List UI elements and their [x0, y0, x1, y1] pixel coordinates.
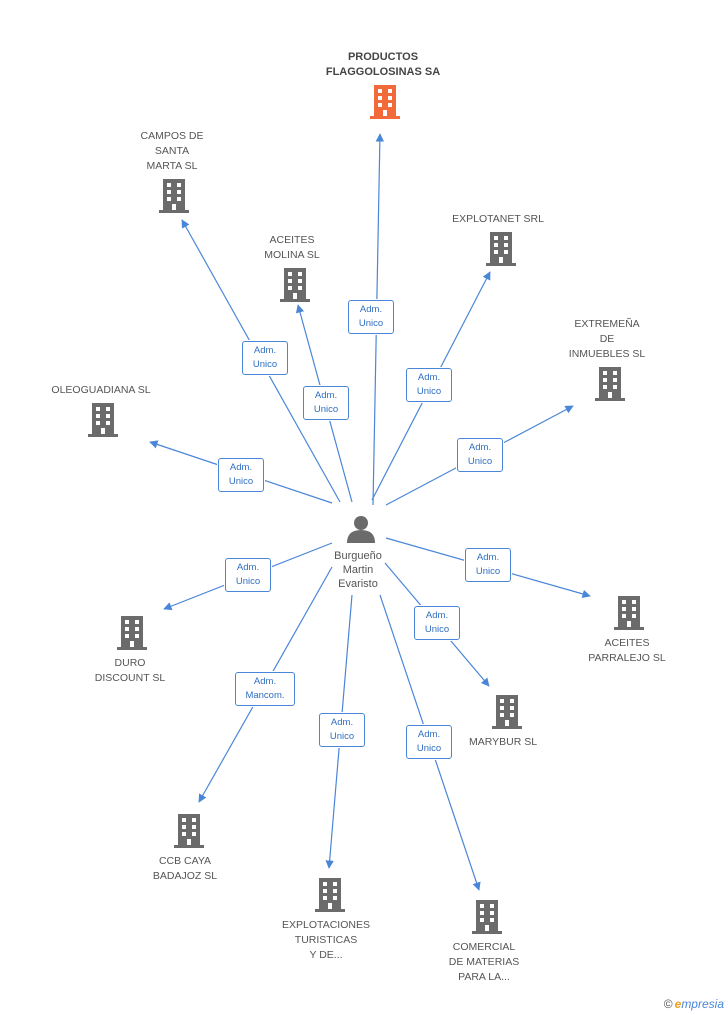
company-label-productos[interactable]: PRODUCTOS FLAGGOLOSINAS SA [325, 51, 441, 78]
company-label-aceites_parralejo[interactable]: ACEITES PARRALEJO SL [588, 637, 666, 664]
brand-initial: e [674, 997, 682, 1011]
building-icon[interactable] [370, 85, 400, 119]
company-label-comercial[interactable]: COMERCIAL DE MATERIAS PARA LA... [448, 941, 520, 983]
company-label-aceites_molina[interactable]: ACEITES MOLINA SL [264, 234, 320, 261]
person-icon[interactable] [347, 516, 375, 543]
role-label-ccb[interactable]: Adm. Mancom. [235, 672, 295, 706]
company-label-explotanet[interactable]: EXPLOTANET SRL [452, 213, 544, 225]
building-icon[interactable] [174, 814, 204, 848]
copyright-symbol: © [663, 997, 673, 1011]
role-label-duro[interactable]: Adm. Unico [225, 558, 271, 592]
building-icon[interactable] [159, 179, 189, 213]
building-icon[interactable] [280, 268, 310, 302]
company-label-oleoguadiana[interactable]: OLEOGUADIANA SL [51, 384, 151, 396]
role-label-aceites_parralejo[interactable]: Adm. Unico [465, 548, 511, 582]
role-label-oleoguadiana[interactable]: Adm. Unico [218, 458, 264, 492]
building-icon[interactable] [614, 596, 644, 630]
edges-layer [149, 133, 591, 891]
building-icon[interactable] [472, 900, 502, 934]
building-icon[interactable] [595, 367, 625, 401]
role-label-explotaciones[interactable]: Adm. Unico [319, 713, 365, 747]
icons-layer [88, 85, 644, 934]
building-icon[interactable] [117, 616, 147, 650]
role-label-aceites_molina[interactable]: Adm. Unico [303, 386, 349, 420]
role-label-marybur[interactable]: Adm. Unico [414, 606, 460, 640]
role-label-explotanet[interactable]: Adm. Unico [406, 368, 452, 402]
center-person-label[interactable]: Burgueño Martin Evaristo [334, 550, 382, 590]
role-label-productos[interactable]: Adm. Unico [348, 300, 394, 334]
role-label-comercial[interactable]: Adm. Unico [406, 725, 452, 759]
brand-name: mpresia [681, 997, 724, 1011]
building-icon[interactable] [486, 232, 516, 266]
role-label-extremena[interactable]: Adm. Unico [457, 438, 503, 472]
company-label-campos[interactable]: CAMPOS DE SANTA MARTA SL [140, 130, 204, 172]
company-label-explotaciones[interactable]: EXPLOTACIONES TURISTICAS Y DE... [282, 919, 370, 961]
brand-watermark: ©empresia [664, 997, 724, 1011]
building-icon[interactable] [88, 403, 118, 437]
company-label-duro[interactable]: DURO DISCOUNT SL [94, 657, 166, 684]
role-label-campos[interactable]: Adm. Unico [242, 341, 288, 375]
company-label-ccb[interactable]: CCB CAYA BADAJOZ SL [152, 855, 218, 882]
building-icon[interactable] [492, 695, 522, 729]
building-icon[interactable] [315, 878, 345, 912]
company-label-marybur[interactable]: MARYBUR SL [468, 736, 538, 748]
company-label-extremena[interactable]: EXTREMEÑA DE INMUEBLES SL [568, 318, 646, 360]
